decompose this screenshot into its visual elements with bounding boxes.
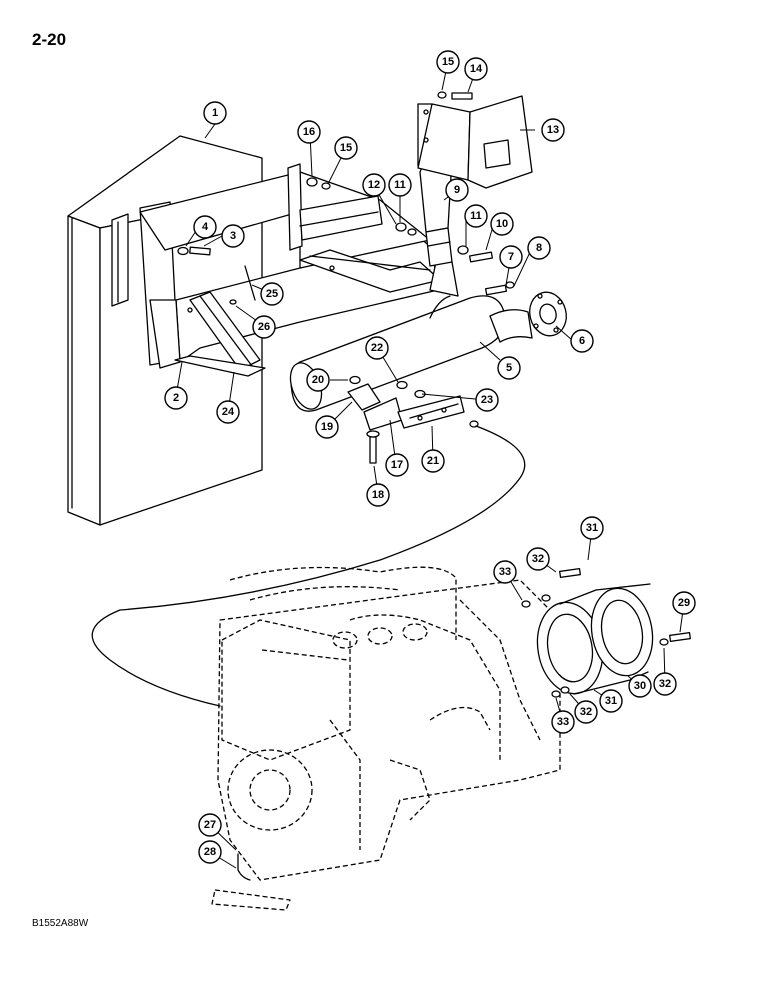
callout-17: 17 xyxy=(385,453,409,477)
hardware xyxy=(177,91,515,464)
svg-text:33: 33 xyxy=(499,566,511,578)
callout-15a: 15 xyxy=(436,50,460,74)
svg-text:32: 32 xyxy=(580,706,592,718)
callout-31a: 31 xyxy=(580,516,604,540)
svg-text:10: 10 xyxy=(496,218,508,230)
svg-text:7: 7 xyxy=(508,251,514,263)
callout-15b: 15 xyxy=(334,136,358,160)
svg-text:32: 32 xyxy=(532,553,544,565)
callout-22: 22 xyxy=(365,336,389,360)
muffler-tray xyxy=(139,163,441,377)
callout-2: 2 xyxy=(164,386,188,410)
muffler-mounting-bracket xyxy=(347,383,465,431)
callout-16: 16 xyxy=(297,120,321,144)
svg-text:9: 9 xyxy=(454,184,460,196)
svg-text:11: 11 xyxy=(394,179,406,191)
callout-19: 19 xyxy=(315,415,339,439)
flywheel-housing-adapter xyxy=(521,567,691,698)
callout-26: 26 xyxy=(252,315,276,339)
callout-31b: 31 xyxy=(599,689,623,713)
callout-25: 25 xyxy=(260,282,284,306)
svg-text:12: 12 xyxy=(368,179,380,191)
svg-text:3: 3 xyxy=(230,230,236,242)
page-number: 2-20 xyxy=(32,30,67,49)
callout-33b: 33 xyxy=(551,710,575,734)
svg-text:20: 20 xyxy=(312,374,324,386)
callout-32a: 32 xyxy=(526,547,550,571)
callout-27: 27 xyxy=(198,813,222,837)
svg-text:26: 26 xyxy=(258,321,270,333)
svg-text:11: 11 xyxy=(470,210,482,222)
svg-text:1: 1 xyxy=(212,107,218,119)
svg-text:14: 14 xyxy=(470,63,483,75)
svg-text:23: 23 xyxy=(481,394,493,406)
svg-text:33: 33 xyxy=(557,716,569,728)
callout-4: 4 xyxy=(193,215,217,239)
callout-9: 9 xyxy=(445,178,469,202)
svg-text:15: 15 xyxy=(442,56,454,68)
svg-text:5: 5 xyxy=(506,362,512,374)
svg-text:8: 8 xyxy=(536,242,542,254)
callout-11a: 11 xyxy=(388,173,412,197)
svg-text:24: 24 xyxy=(222,406,235,418)
callout-20: 20 xyxy=(306,368,330,392)
svg-text:17: 17 xyxy=(391,459,403,471)
callout-33a: 33 xyxy=(493,560,517,584)
svg-text:29: 29 xyxy=(678,597,690,609)
svg-text:25: 25 xyxy=(266,288,278,300)
callout-10: 10 xyxy=(490,212,514,236)
callout-3: 3 xyxy=(221,224,245,248)
callout-30: 30 xyxy=(628,674,652,698)
callout-32b: 32 xyxy=(653,672,677,696)
callout-32c: 32 xyxy=(574,700,598,724)
callout-18: 18 xyxy=(366,483,390,507)
callout-29: 29 xyxy=(672,591,696,615)
figure-code: B1552A88W xyxy=(32,918,89,929)
callout-11b: 11 xyxy=(464,204,488,228)
callout-23: 23 xyxy=(475,388,499,412)
callout-1: 1 xyxy=(203,101,227,125)
callout-14: 14 xyxy=(464,57,488,81)
muffler xyxy=(289,261,567,412)
svg-text:31: 31 xyxy=(605,695,617,707)
callout-21: 21 xyxy=(421,449,445,473)
svg-text:22: 22 xyxy=(371,342,383,354)
svg-text:4: 4 xyxy=(202,221,209,233)
callout-6: 6 xyxy=(570,329,594,353)
callout-12: 12 xyxy=(362,173,386,197)
svg-text:27: 27 xyxy=(204,819,216,831)
svg-text:15: 15 xyxy=(340,142,352,154)
svg-text:19: 19 xyxy=(321,421,333,433)
callout-28: 28 xyxy=(198,840,222,864)
svg-text:32: 32 xyxy=(659,678,671,690)
svg-text:6: 6 xyxy=(579,335,585,347)
callout-5: 5 xyxy=(497,356,521,380)
svg-text:28: 28 xyxy=(204,846,216,858)
callout-7: 7 xyxy=(499,245,523,269)
callout-8: 8 xyxy=(527,236,551,260)
callout-24: 24 xyxy=(216,400,240,424)
engine xyxy=(211,566,561,911)
heat-shield xyxy=(417,95,533,189)
callout-13: 13 xyxy=(541,118,565,142)
svg-text:13: 13 xyxy=(547,124,559,136)
svg-text:31: 31 xyxy=(586,522,598,534)
svg-text:18: 18 xyxy=(372,489,384,501)
svg-text:30: 30 xyxy=(634,680,646,692)
svg-text:21: 21 xyxy=(427,455,439,467)
svg-text:2: 2 xyxy=(173,392,179,404)
svg-text:16: 16 xyxy=(303,126,315,138)
